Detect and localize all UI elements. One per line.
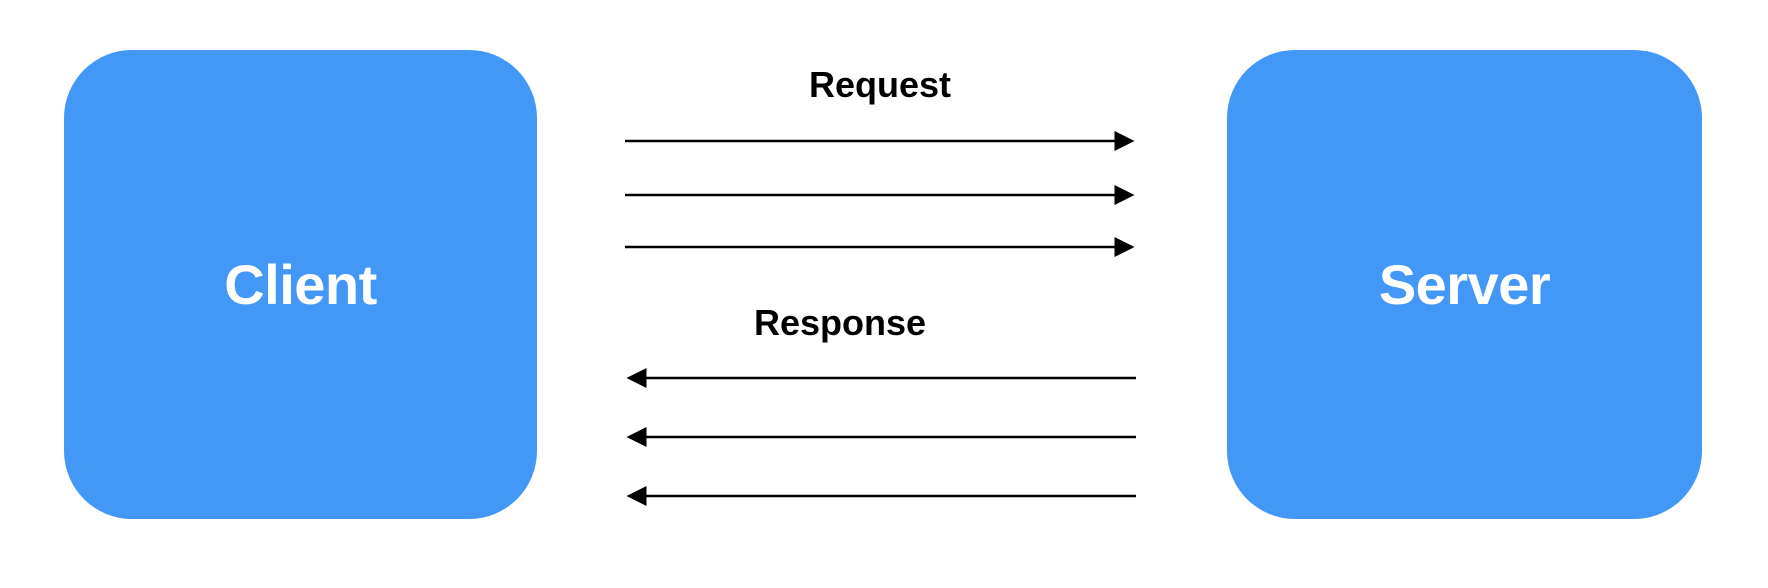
client-label: Client [224,253,377,316]
client-node: Client [64,50,537,519]
server-label: Server [1378,253,1551,316]
request-label: Request [808,64,952,105]
server-node: Server [1227,50,1702,519]
response-label: Response [753,302,927,343]
